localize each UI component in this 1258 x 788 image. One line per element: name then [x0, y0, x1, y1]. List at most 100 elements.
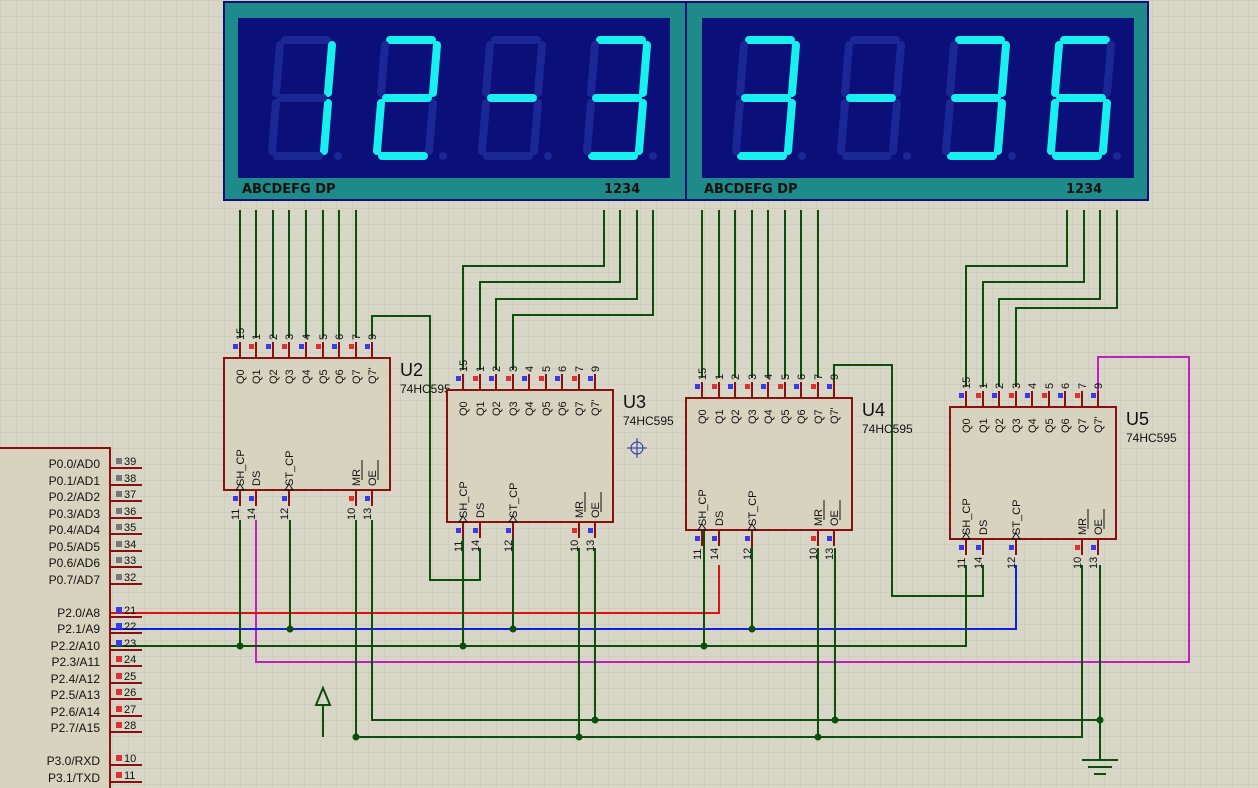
pin-number: 15 — [235, 328, 247, 340]
pin-label: Q7 — [813, 409, 825, 424]
chip-u3[interactable]: U374HC59515Q01Q12Q23Q34Q45Q56Q67Q79Q7'11… — [446, 360, 674, 552]
pin-number: 13 — [1088, 557, 1100, 569]
pin-marker — [572, 528, 577, 533]
pin-label: SH_CP — [458, 481, 470, 518]
pin-marker — [959, 393, 964, 398]
pin-number: 5 — [318, 334, 330, 340]
junction-dot — [459, 642, 467, 650]
pin-marker — [116, 557, 122, 563]
pin-label: Q4 — [763, 409, 775, 424]
segment-e — [732, 99, 744, 155]
pin-label: Q0 — [961, 418, 973, 433]
display-2[interactable]: ABCDEFG DP 1234 — [685, 1, 1149, 201]
pin-number: 3 — [1011, 383, 1023, 389]
pin-marker — [116, 458, 122, 464]
segment-b — [429, 41, 441, 97]
chip-ref-label: U5 — [1126, 409, 1149, 429]
chip-u4[interactable]: U474HC59515Q01Q12Q23Q34Q45Q56Q67Q79Q7'11… — [685, 368, 913, 560]
pin-marker — [572, 376, 577, 381]
display-1[interactable]: ABCDEFG DP 1234 — [223, 1, 687, 201]
segment-f — [272, 41, 284, 97]
segment-b — [639, 41, 651, 97]
pin-number: 9 — [1093, 383, 1105, 389]
pin-label: Q5 — [780, 409, 792, 424]
pin-label: ST_CP — [747, 491, 759, 526]
pin-number: 39 — [124, 456, 136, 468]
pin-number: 11 — [124, 770, 135, 782]
pin-label: MR — [574, 501, 586, 518]
pin-marker — [116, 623, 122, 629]
pin-marker — [116, 706, 122, 712]
pin-number: 3 — [508, 366, 520, 372]
pin-label: Q7 — [574, 401, 586, 416]
pin-number: 3 — [284, 334, 296, 340]
pin-label: P0.4/AD4 — [49, 523, 101, 537]
display-1-digits — [268, 36, 657, 160]
pin-label: Q7' — [367, 367, 379, 384]
pin-marker — [827, 536, 832, 541]
chip-u2[interactable]: U274HC59515Q01Q12Q23Q34Q45Q56Q67Q79Q7'11… — [223, 328, 451, 520]
segment-c — [320, 99, 332, 155]
pin-number: 9 — [590, 366, 602, 372]
pin-number: 2 — [491, 366, 503, 372]
pin-marker — [116, 508, 122, 514]
segment-e — [478, 99, 490, 155]
wire — [704, 565, 967, 647]
pin-label: Q7' — [1093, 416, 1105, 433]
segment-c — [994, 99, 1006, 155]
segment-e — [583, 99, 595, 155]
pin-label: P3.1/TXD — [48, 771, 100, 785]
pin-number: 27 — [124, 704, 136, 716]
pin-label: Q2 — [994, 418, 1006, 433]
pin-number: 11 — [230, 509, 242, 520]
pin-label: P2.7/A15 — [51, 721, 101, 735]
pin-number: 2 — [268, 334, 280, 340]
pin-label: ST_CP — [284, 451, 296, 486]
segment-b — [788, 41, 800, 97]
mcu-pin-11[interactable]: 11 P3.1/TXD — [48, 770, 142, 785]
pin-number: 9 — [829, 374, 841, 380]
display-2-digit-label: 1234 — [1066, 182, 1102, 197]
pin-marker — [1091, 393, 1096, 398]
pin-number: 5 — [1044, 383, 1056, 389]
pin-marker — [316, 344, 321, 349]
pin-number: 3 — [747, 374, 759, 380]
segment-dp — [334, 152, 342, 160]
junction-dot — [352, 733, 360, 741]
clock-marker-icon — [458, 515, 468, 523]
pin-label: SH_CP — [235, 449, 247, 486]
wire — [1015, 210, 1118, 387]
chip-u5[interactable]: U574HC59515Q01Q12Q23Q34Q45Q56Q67Q79Q7'11… — [949, 377, 1177, 569]
pin-marker — [332, 344, 337, 349]
pin-number: 14 — [246, 508, 258, 520]
segment-e — [837, 99, 849, 155]
clock-marker-icon — [235, 483, 245, 491]
probe-icon[interactable] — [314, 685, 332, 737]
pin-label: Q7' — [829, 407, 841, 424]
pin-label: SH_CP — [961, 498, 973, 535]
pin-label: Q0 — [235, 369, 247, 384]
pin-label: DS — [475, 503, 487, 518]
pin-number: 11 — [956, 558, 968, 569]
pin-label: Q7 — [351, 369, 363, 384]
pin-marker — [976, 545, 981, 550]
